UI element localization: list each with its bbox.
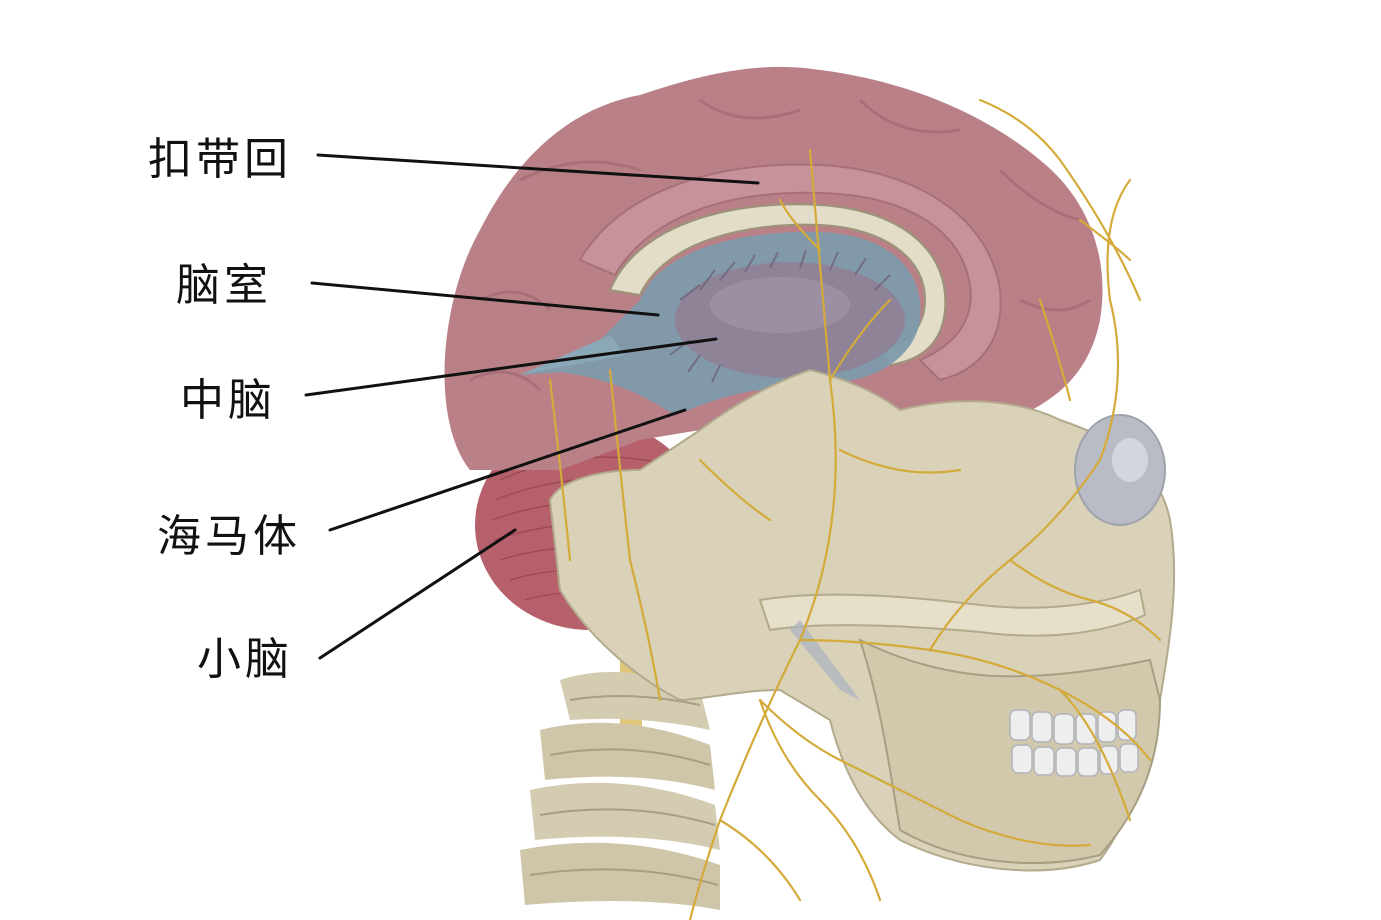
label-midbrain: 中脑 [180, 375, 276, 426]
label-ventricle: 脑室 [176, 260, 272, 311]
leader-line-midbrain [304, 337, 718, 397]
label-cerebellum: 小脑 [197, 634, 293, 685]
nerves-shape [548, 98, 1162, 920]
leader-line-hippocampus [328, 408, 687, 532]
leader-line-cingulate [316, 153, 760, 185]
leader-line-cerebellum [318, 528, 517, 660]
label-cingulate-gyrus: 扣带回 [148, 134, 292, 185]
label-hippocampus: 海马体 [157, 511, 301, 562]
skull-shape [548, 368, 1176, 872]
leader-lines [304, 153, 760, 660]
thalamus-shape [669, 249, 905, 383]
cervical-spine-shape [520, 640, 720, 910]
leader-line-ventricle [310, 281, 660, 317]
